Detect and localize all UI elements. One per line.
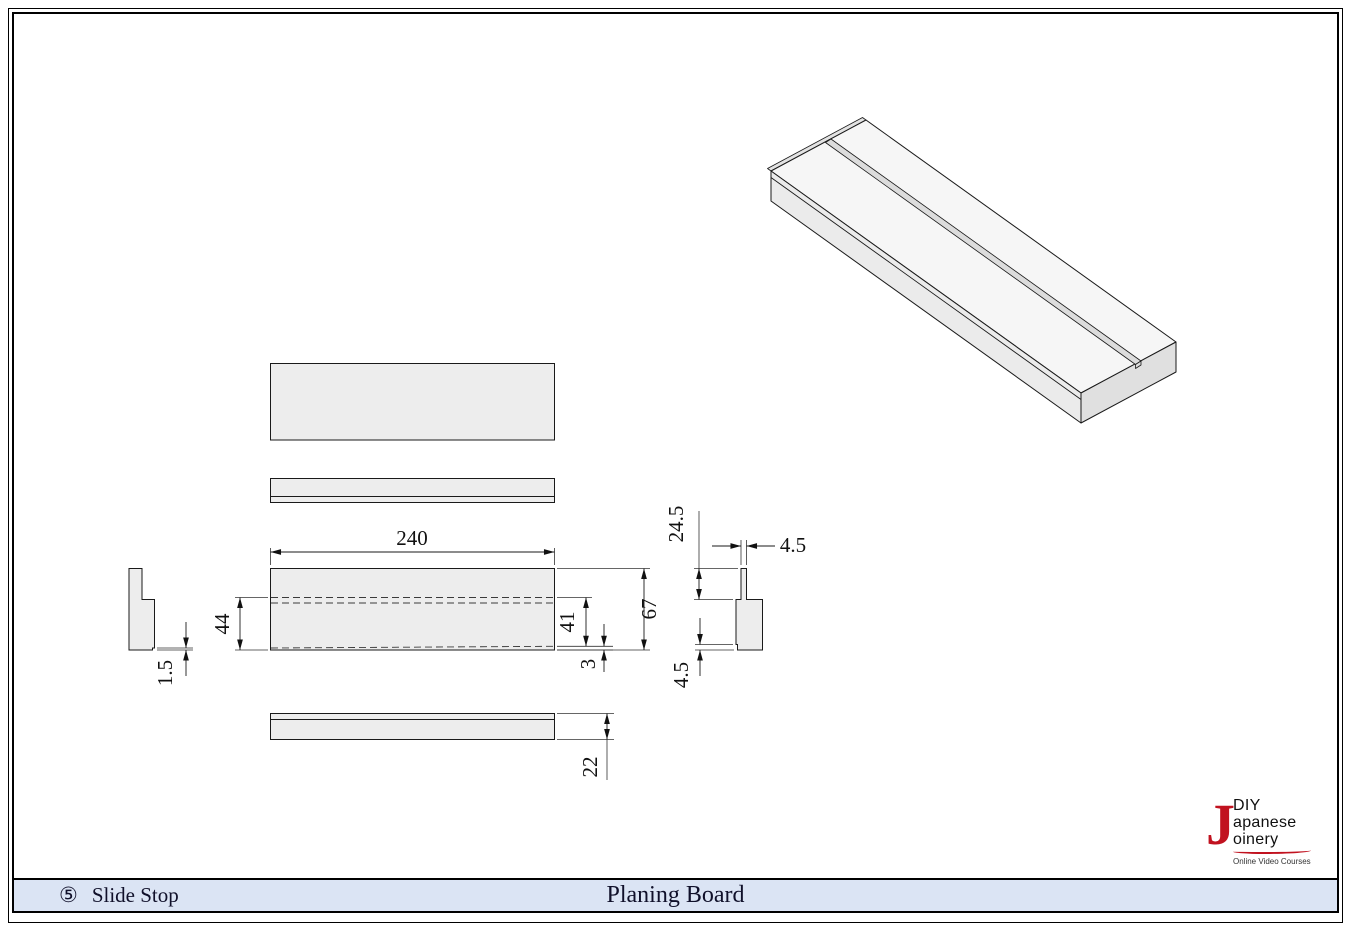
dim-face-width: 44 [210, 597, 268, 651]
taper-hidden-line [270, 645, 555, 649]
logo-text: DIY apanese oinery [1233, 797, 1336, 848]
iso-groove-end-notch [1135, 360, 1142, 369]
dim-groove-to-edge: 41 [555, 597, 613, 647]
logo-j-letter: J [1206, 792, 1235, 857]
dim-thickness: 22 [557, 713, 614, 780]
iso-front-step-line [770, 177, 1082, 400]
dim-length: 240 [270, 526, 555, 565]
title-left: ⑤ Slide Stop [59, 880, 179, 911]
dim-step-bottom: 4.5 [669, 618, 734, 688]
logo-tagline: Online Video Courses [1233, 857, 1311, 866]
dim-taper-left: 1.5 [153, 622, 193, 686]
sheet-title: Planing Board [606, 882, 745, 908]
logo-swoosh [1233, 848, 1311, 854]
logo: J DIY apanese oinery Online Video Course… [1206, 792, 1336, 866]
dim-groove-offset-label: 24.5 [664, 506, 688, 543]
part-number: ⑤ [59, 883, 78, 907]
title-bar: ⑤ Slide Stop Planing Board [14, 878, 1337, 911]
logo-line-diy: DIY [1233, 797, 1261, 814]
dim-length-label: 240 [396, 526, 428, 550]
logo-line-japanese: apanese [1233, 814, 1297, 831]
left-end-view [128, 568, 155, 651]
inner-frame: ⑤ Slide Stop Planing Board [12, 12, 1339, 913]
dim-groove-width: 4.5 [712, 533, 806, 565]
dim-groove-to-edge-label: 41 [555, 612, 579, 633]
bottom-edge-view [270, 713, 555, 740]
top-edge-view [270, 478, 555, 503]
dim-face-width-label: 44 [210, 613, 234, 635]
dim-groove-offset: 24.5 [664, 506, 738, 600]
dim-thickness-label: 22 [578, 757, 602, 778]
dim-overall-width-label: 67 [637, 599, 661, 620]
dim-groove-width-label: 4.5 [780, 533, 806, 557]
top-face-view [270, 363, 555, 441]
logo-line-joinery: oinery [1233, 831, 1279, 848]
isometric-view [767, 117, 1177, 424]
dim-overall-width: 67 [557, 568, 661, 651]
dim-taper-right-label: 3 [576, 659, 600, 670]
face-view [270, 568, 555, 651]
dim-taper-left-label: 1.5 [153, 660, 177, 686]
iso-end-face [1080, 341, 1177, 424]
right-end-view [735, 568, 763, 651]
part-name: Slide Stop [91, 883, 179, 907]
dim-step-bottom-label: 4.5 [669, 662, 693, 688]
